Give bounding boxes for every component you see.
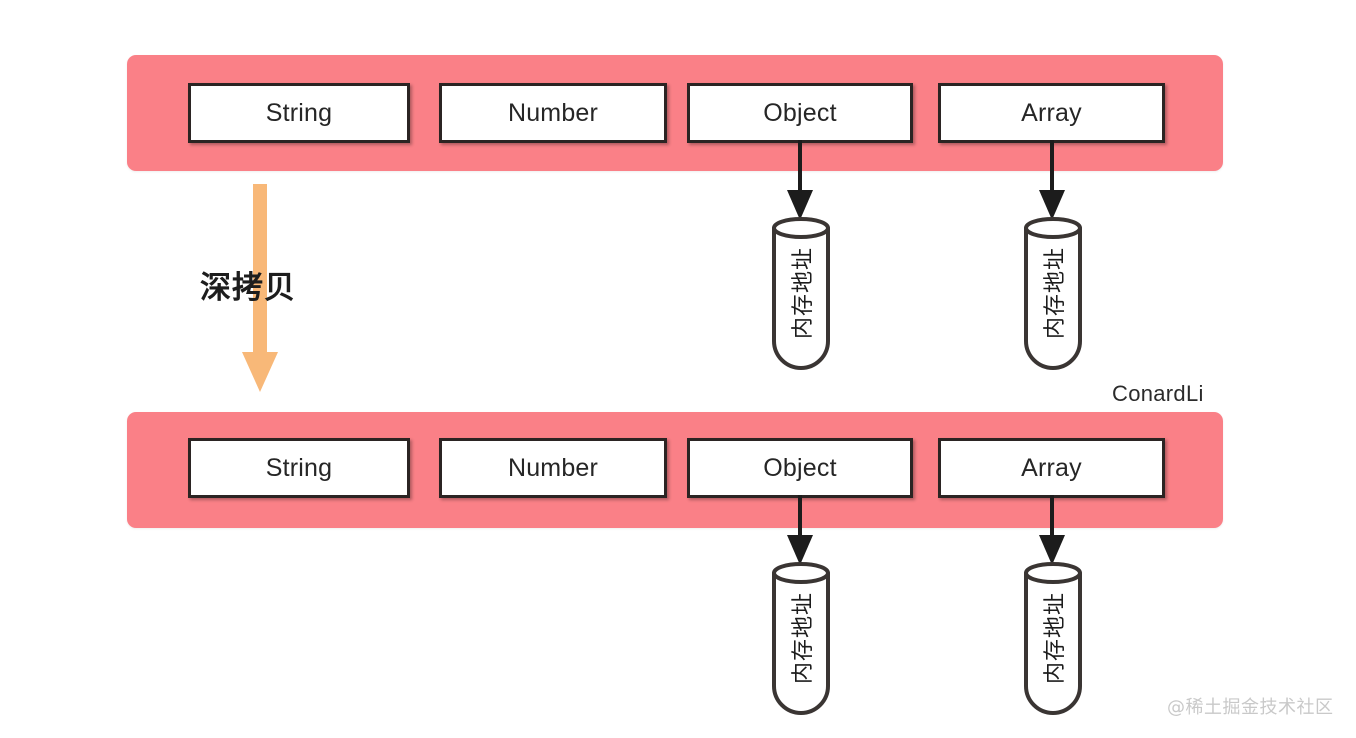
source-type-box-object: Object: [687, 83, 913, 143]
cylinder-icon: [1024, 562, 1082, 715]
pointer-arrow-copy-array: [1039, 495, 1065, 565]
copy-type-box-array: Array: [938, 438, 1165, 498]
copy-type-box-object: Object: [687, 438, 913, 498]
pointer-arrow-copy-object: [787, 495, 813, 565]
copy-type-box-string: String: [188, 438, 410, 498]
memory-cell-copy-object: 内存地址: [769, 560, 833, 716]
source-type-label-array: Array: [1021, 98, 1082, 127]
copy-type-box-number: Number: [439, 438, 667, 498]
pointer-arrow-source-object: [787, 140, 813, 220]
deep-copy-label: 深拷贝: [200, 270, 296, 306]
copy-type-label-number: Number: [507, 453, 599, 482]
source-type-box-number: Number: [439, 83, 667, 143]
source-type-box-string: String: [188, 83, 410, 143]
cylinder-icon: [1024, 217, 1082, 370]
copy-type-label-array: Array: [1021, 453, 1082, 482]
pointer-arrow-source-array: [1039, 140, 1065, 220]
deep-copy-arrow-icon: [242, 184, 278, 392]
author-tag: ConardLi: [1112, 381, 1204, 406]
memory-cell-copy-array: 内存地址: [1021, 560, 1085, 716]
source-type-label-number: Number: [507, 98, 599, 127]
source-type-box-array: Array: [938, 83, 1165, 143]
cylinder-icon: [772, 217, 830, 370]
memory-cell-source-array: 内存地址: [1021, 215, 1085, 371]
source-type-label-string: String: [265, 98, 333, 127]
cylinder-icon: [772, 562, 830, 715]
memory-cell-source-object: 内存地址: [769, 215, 833, 371]
source-type-label-object: Object: [763, 98, 837, 127]
copy-type-label-object: Object: [763, 453, 837, 482]
copy-type-label-string: String: [265, 453, 333, 482]
site-watermark: @稀土掘金技术社区: [1167, 697, 1334, 718]
